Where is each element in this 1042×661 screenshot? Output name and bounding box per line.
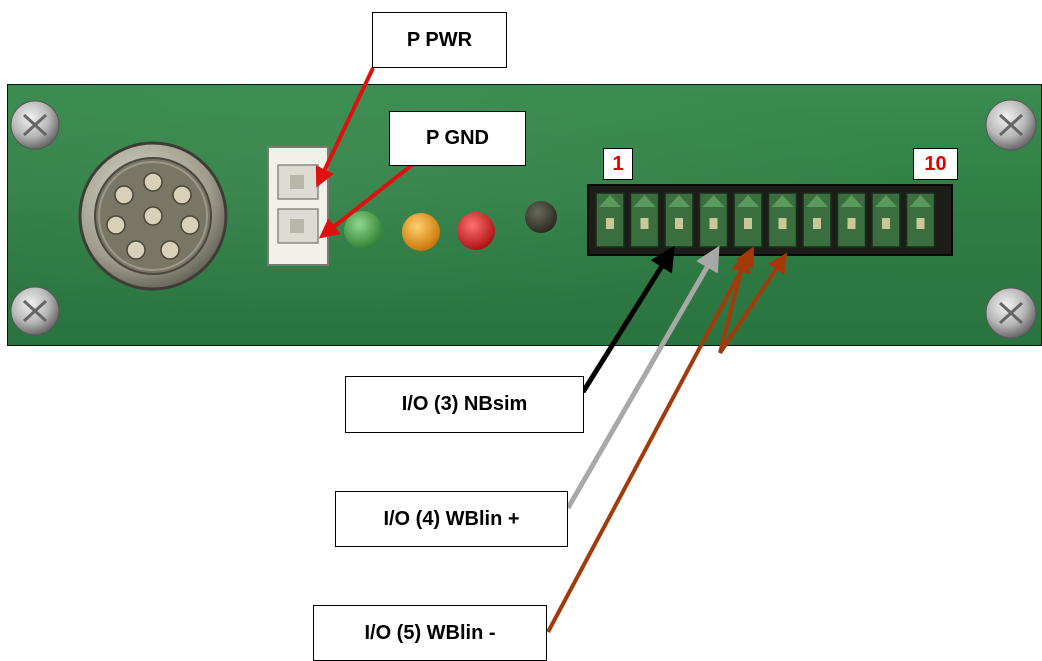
wire-io3 [580,245,675,394]
label-p-gnd: P GND [389,111,526,166]
wire-io5-branch-a [718,252,751,354]
arrow-p-pwr [315,67,375,188]
wire-io5-branch-b [718,252,788,355]
terminal-pin [698,192,729,248]
terminal-pin [664,192,694,248]
terminal-pins [595,192,936,248]
screw-top-left [10,100,60,150]
power-connector [267,146,329,266]
circular-connector [78,141,228,291]
pin-number-last: 10 [913,148,958,180]
wire-io5 [546,246,754,633]
screw-top-right [985,99,1037,151]
label-io5: I/O (5) WBlin - [313,605,547,661]
arrow-p-gnd [318,163,414,239]
label-io4: I/O (4) WBlin + [335,491,568,547]
terminal-pin [905,192,936,248]
terminal-pin [595,192,625,248]
terminal-pin [733,192,763,248]
led-dark [525,201,557,233]
screw-bottom-right [985,287,1037,339]
terminal-pin [871,192,901,248]
led-amber [402,213,440,251]
pin-number-first: 1 [603,148,633,180]
terminal-pin [767,192,798,248]
wire-io4 [565,245,720,510]
screw-bottom-left [10,286,60,336]
terminal-pin [836,192,867,248]
terminal-pin [802,192,832,248]
label-p-pwr: P PWR [372,12,507,68]
terminal-block [587,184,953,256]
terminal-pin [629,192,660,248]
pcb-graphics [10,99,1037,339]
label-io3: I/O (3) NBsim [345,376,584,433]
led-green [344,211,382,249]
led-red [457,212,495,250]
